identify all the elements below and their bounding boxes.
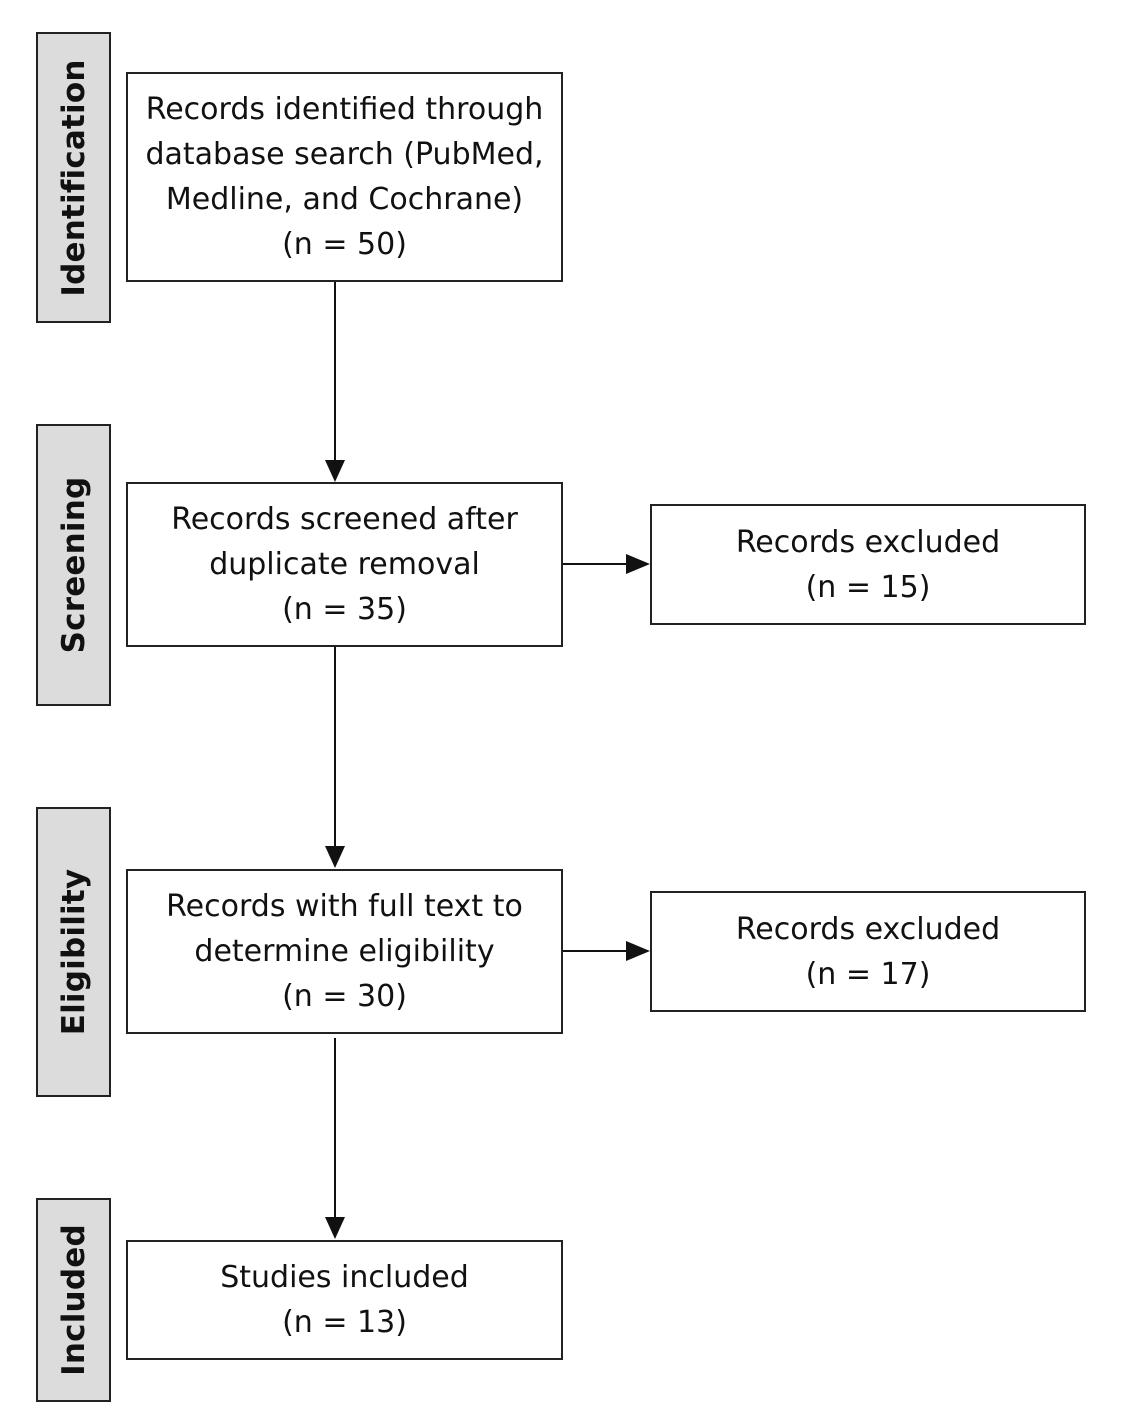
records-screened-line-2: duplicate removal <box>209 547 480 582</box>
records-screened-count: (n = 35) <box>282 592 407 627</box>
records-identified-line-3: Medline, and Cochrane) <box>165 182 524 217</box>
arrowhead-full-text-to-excluded <box>626 941 650 961</box>
records-excluded-screening-count: (n = 15) <box>805 569 931 605</box>
stage-screening-label: Screening <box>55 476 92 654</box>
stage-screening: Screening <box>36 424 111 706</box>
studies-included-line-1: Studies included <box>220 1260 469 1295</box>
records-identified-box: Records identified through database sear… <box>126 72 563 282</box>
records-full-text-count: (n = 30) <box>282 979 407 1014</box>
records-screened-box: Records screened after duplicate removal… <box>126 482 563 647</box>
stage-included: Included <box>36 1198 111 1402</box>
records-identified-count: (n = 50) <box>282 227 407 262</box>
stage-identification-label: Identification <box>55 58 92 297</box>
records-identified-line-2: database search (PubMed, <box>145 137 544 172</box>
records-full-text-line-2: determine eligibility <box>194 934 495 969</box>
stage-included-label: Included <box>55 1224 92 1376</box>
arrowhead-screened-to-full-text <box>325 846 345 868</box>
records-excluded-screening-box: Records excluded (n = 15) <box>650 504 1086 625</box>
arrowhead-identified-to-screened <box>325 460 345 482</box>
studies-included-count: (n = 13) <box>282 1305 407 1340</box>
stage-eligibility: Eligibility <box>36 807 111 1097</box>
records-excluded-eligibility-box: Records excluded (n = 17) <box>650 891 1086 1012</box>
records-full-text-line-1: Records with full text to <box>166 889 523 924</box>
arrowhead-full-text-to-included <box>325 1217 345 1239</box>
records-excluded-eligibility-count: (n = 17) <box>805 956 931 992</box>
records-excluded-eligibility-line-1: Records excluded <box>735 911 1001 947</box>
records-excluded-screening-line-1: Records excluded <box>735 524 1001 560</box>
arrowhead-screened-to-excluded <box>626 554 650 574</box>
records-screened-line-1: Records screened after <box>171 502 518 537</box>
studies-included-box: Studies included (n = 13) <box>126 1240 563 1360</box>
records-full-text-box: Records with full text to determine elig… <box>126 869 563 1034</box>
stage-identification: Identification <box>36 32 111 323</box>
stage-eligibility-label: Eligibility <box>55 868 92 1036</box>
records-identified-line-1: Records identified through <box>145 92 544 127</box>
